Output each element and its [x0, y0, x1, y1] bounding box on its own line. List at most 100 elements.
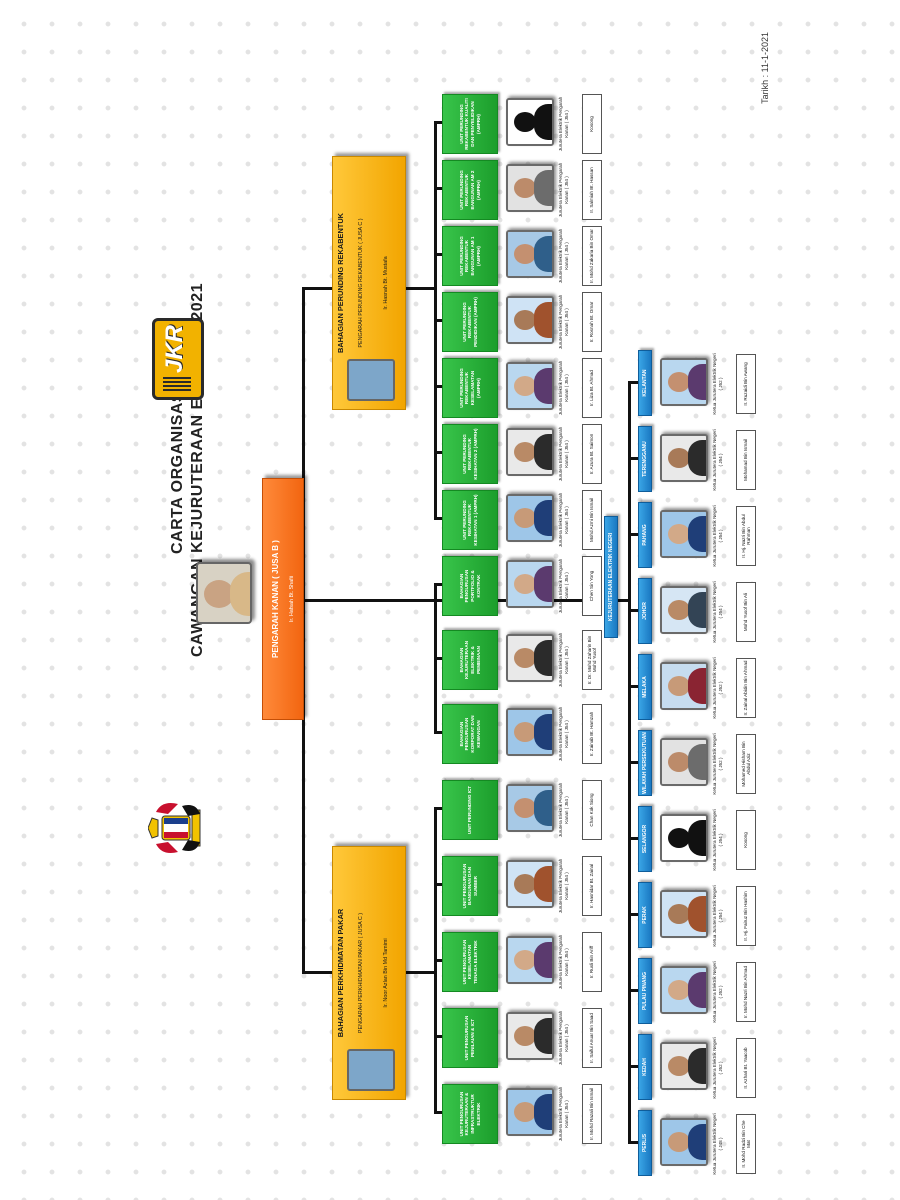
negeri-1-photo [660, 1042, 708, 1090]
pakar_units-4-photo [506, 784, 554, 832]
negeri-10-state-box[interactable]: KELANTAN [638, 350, 652, 416]
rekabentuk_units-0-photo-body [534, 500, 554, 536]
rekabentuk_units-0-name: Mohd Azmi Bin Ismail [582, 490, 602, 550]
director-box[interactable]: PENGARAH KANAN ( JUSA B ) Ir. Hafsah Bt.… [262, 478, 304, 720]
rekabentuk_units-5-photo [506, 164, 554, 212]
pakar_units-0-photo-body [534, 1094, 554, 1130]
negeri-7-photo [660, 586, 708, 634]
negeri-8-role: Ketua Jurutera Elektrik Negeri ( J54 ) [712, 505, 723, 567]
negeri-1-role: Ketua Jurutera Elektrik Negeri ( J52 ) [712, 1037, 723, 1099]
line-pakar-drop [302, 971, 332, 974]
pakar_units-0-unit-box[interactable]: UNIT PENGURUSAN KEJURUTERAAN & INFRASTRU… [442, 1084, 498, 1144]
line-negeri-bar [628, 384, 631, 1144]
jkr-logo-icon: JKR [152, 318, 204, 400]
pakar_units-3-photo [506, 860, 554, 908]
rekabentuk_units-4-photo-head [514, 244, 536, 264]
negeri-4-name: Kosong [736, 810, 756, 870]
jkr-logo-text: JKR [161, 324, 188, 373]
rekabentuk_units-1-role: Jurutera Elektrik Pengarah Kanan ( J54 ) [558, 426, 569, 482]
negeri-10-name: Ir. Ruzaidi Bin Awang [736, 354, 756, 414]
pakar_units-1-name: Ir. Saiful Anuar Bin Saad [582, 1008, 602, 1068]
pakar_units-1-unit-box[interactable]: UNIT PENGURUSAN PENILAIAN & ICT [442, 1008, 498, 1068]
direct_units-1-unit-box[interactable]: BAHAGIAN KEJURUTERAAN ELEKTRIK & PEMBINA… [442, 630, 498, 690]
rekabentuk_units-5-unit-box[interactable]: UNIT PERUNDING REKABENTUK BANGUNAN AM 2 … [442, 160, 498, 220]
pakar_units-1-role: Jurutera Elektrik Pengarah Kanan ( J54 ) [558, 1010, 569, 1066]
negeri-6-photo-body [688, 668, 708, 704]
rekabentuk_units-2-photo-body [534, 368, 554, 404]
negeri-1-photo-body [688, 1048, 708, 1084]
negeri-4-state-box[interactable]: SELANGOR [638, 806, 652, 872]
division-rekabentuk-box[interactable]: BAHAGIAN PERUNDING REKABENTUK PENGARAH P… [332, 156, 406, 410]
direct_units-1-photo-body [534, 640, 554, 676]
rekabentuk_units-1-unit-box[interactable]: UNIT PERUNDING REKABENTUK KESIHATAN 2 (A… [442, 424, 498, 484]
pakar_units-3-unit-box[interactable]: UNIT PENGURUSAN BANGUNAN DAN SUMBER [442, 856, 498, 916]
rekabentuk_units-6-photo [506, 98, 554, 146]
negeri-3-photo-head [668, 904, 690, 924]
director-title: PENGARAH KANAN ( JUSA B ) [271, 540, 280, 658]
jkr-logo-columns [163, 377, 191, 391]
negeri-10-photo-body [688, 364, 708, 400]
negeri-2-role: Ketua Jurutera Elektrik Negeri ( J52 ) [712, 961, 723, 1023]
rekabentuk_units-6-unit-box[interactable]: UNIT PERUNDING REKABENTUK KUALITI DAN PE… [442, 94, 498, 154]
negeri-9-state-box[interactable]: TERENGGANU [638, 426, 652, 492]
negeri-3-state-box[interactable]: PERAK [638, 882, 652, 948]
rekabentuk_units-1-photo-body [534, 434, 554, 470]
rekabentuk_units-4-photo [506, 230, 554, 278]
negeri-5-state-box[interactable]: WILAYAH PERSEKUTUAN [638, 730, 652, 796]
negeri-2-state-box[interactable]: PULAU PINANG [638, 958, 652, 1024]
rekabentuk_units-1-name: Ir. Azura Bt. Saimon [582, 424, 602, 484]
negeri-9-photo-body [688, 440, 708, 476]
director-photo [196, 562, 252, 624]
rekabentuk_units-3-unit-box[interactable]: UNIT PERUNDING REKABENTUK PENDIDIKAN (AM… [442, 292, 498, 352]
negeri-9-name: Mohamad Bin Ismail [736, 430, 756, 490]
negeri-5-role: Ketua Jurutera Elektrik Negeri ( J52 ) [712, 733, 723, 795]
negeri-0-photo-body [688, 1124, 708, 1160]
pakar_units-2-unit-box[interactable]: UNIT PENGURUSAN KESELAMATAN TENAGA ELEKT… [442, 932, 498, 992]
direct_units-2-unit-box[interactable]: BAHAGIAN PENGURUSAN PORTFOLIO & KONTRAK [442, 556, 498, 616]
negeri-4-role: Ketua Jurutera Elektrik Negeri ( J54 ) [712, 809, 723, 871]
negeri-header[interactable]: KEJURUTERAAN ELEKTRIK NEGERI [604, 516, 618, 638]
negeri-0-state-box[interactable]: PERLIS [638, 1110, 652, 1176]
direct_units-0-role: Jurutera Elektrik Pengarah Kanan ( J54 ) [558, 706, 569, 762]
pakar_units-2-role: Jurutera Elektrik Pengarah Kanan ( J54 ) [558, 934, 569, 990]
rekabentuk_units-2-photo [506, 362, 554, 410]
line-negeri-stem [628, 837, 638, 840]
line-negeri-stem [628, 989, 638, 992]
pakar_units-1-photo-head [514, 1026, 536, 1046]
direct_units-0-unit-box[interactable]: BAHAGIAN PENGURUSAN KORPORAT DAN KEWANGA… [442, 704, 498, 764]
rekabentuk_units-4-unit-box[interactable]: UNIT PERUNDING REKABENTUK BANGUNAN AM 1 … [442, 226, 498, 286]
negeri-8-photo [660, 510, 708, 558]
pakar_units-4-unit-box[interactable]: UNIT PERUNDING ICT [442, 780, 498, 840]
rekabentuk_units-2-name: Ir. Liza Bt. Ahmad [582, 358, 602, 418]
negeri-4-photo-body [688, 820, 708, 856]
rekabentuk_units-0-unit-box[interactable]: UNIT PERUNDING REKABENTUK KESIHATAN 1 (A… [442, 490, 498, 550]
negeri-0-name: Ir. Mohd Radzi Bin Che Mat [736, 1114, 756, 1174]
negeri-6-state-box[interactable]: MELAKA [638, 654, 652, 720]
rekabentuk_units-2-role: Jurutera Elektrik Pengarah Kanan ( J54 ) [558, 360, 569, 416]
negeri-1-state-box[interactable]: KEDAH [638, 1034, 652, 1100]
negeri-4-photo [660, 814, 708, 862]
negeri-7-photo-body [688, 592, 708, 628]
negeri-8-state-box[interactable]: PAHANG [638, 502, 652, 568]
rekabentuk_units-5-photo-head [514, 178, 536, 198]
line-negeri-stem [628, 381, 638, 384]
negeri-1-photo-head [668, 1056, 690, 1076]
line-pakar-units-bar [434, 810, 437, 1114]
rekabentuk_units-3-role: Jurutera Elektrik Pengarah Kanan ( J54 ) [558, 294, 569, 350]
line-negeri-stem [628, 457, 638, 460]
pakar_units-2-name: Ir. Rusli Bin Ariff [582, 932, 602, 992]
negeri-0-photo [660, 1118, 708, 1166]
negeri-7-photo-head [668, 600, 690, 620]
negeri-7-state-box[interactable]: JOHOR [638, 578, 652, 644]
division-pakar-box[interactable]: BAHAGIAN PERKHIDMATAN PAKAR PENGARAH PER… [332, 846, 406, 1100]
rekabentuk_units-5-photo-body [534, 170, 554, 206]
line-pakar-stem [404, 971, 436, 974]
pakar_units-3-role: Jurutera Elektrik Pengarah Kanan ( J54 ) [558, 858, 569, 914]
line-negeri-stem [628, 1065, 638, 1068]
division-rekabentuk-name: Ir. Hasnah Bt. Mustafa [383, 256, 389, 310]
negeri-6-photo-head [668, 676, 690, 696]
rekabentuk_units-3-photo [506, 296, 554, 344]
rekabentuk_units-2-unit-box[interactable]: UNIT PERUNDING REKABENTUK KESELAMATAN (A… [442, 358, 498, 418]
rekabentuk_units-1-photo [506, 428, 554, 476]
